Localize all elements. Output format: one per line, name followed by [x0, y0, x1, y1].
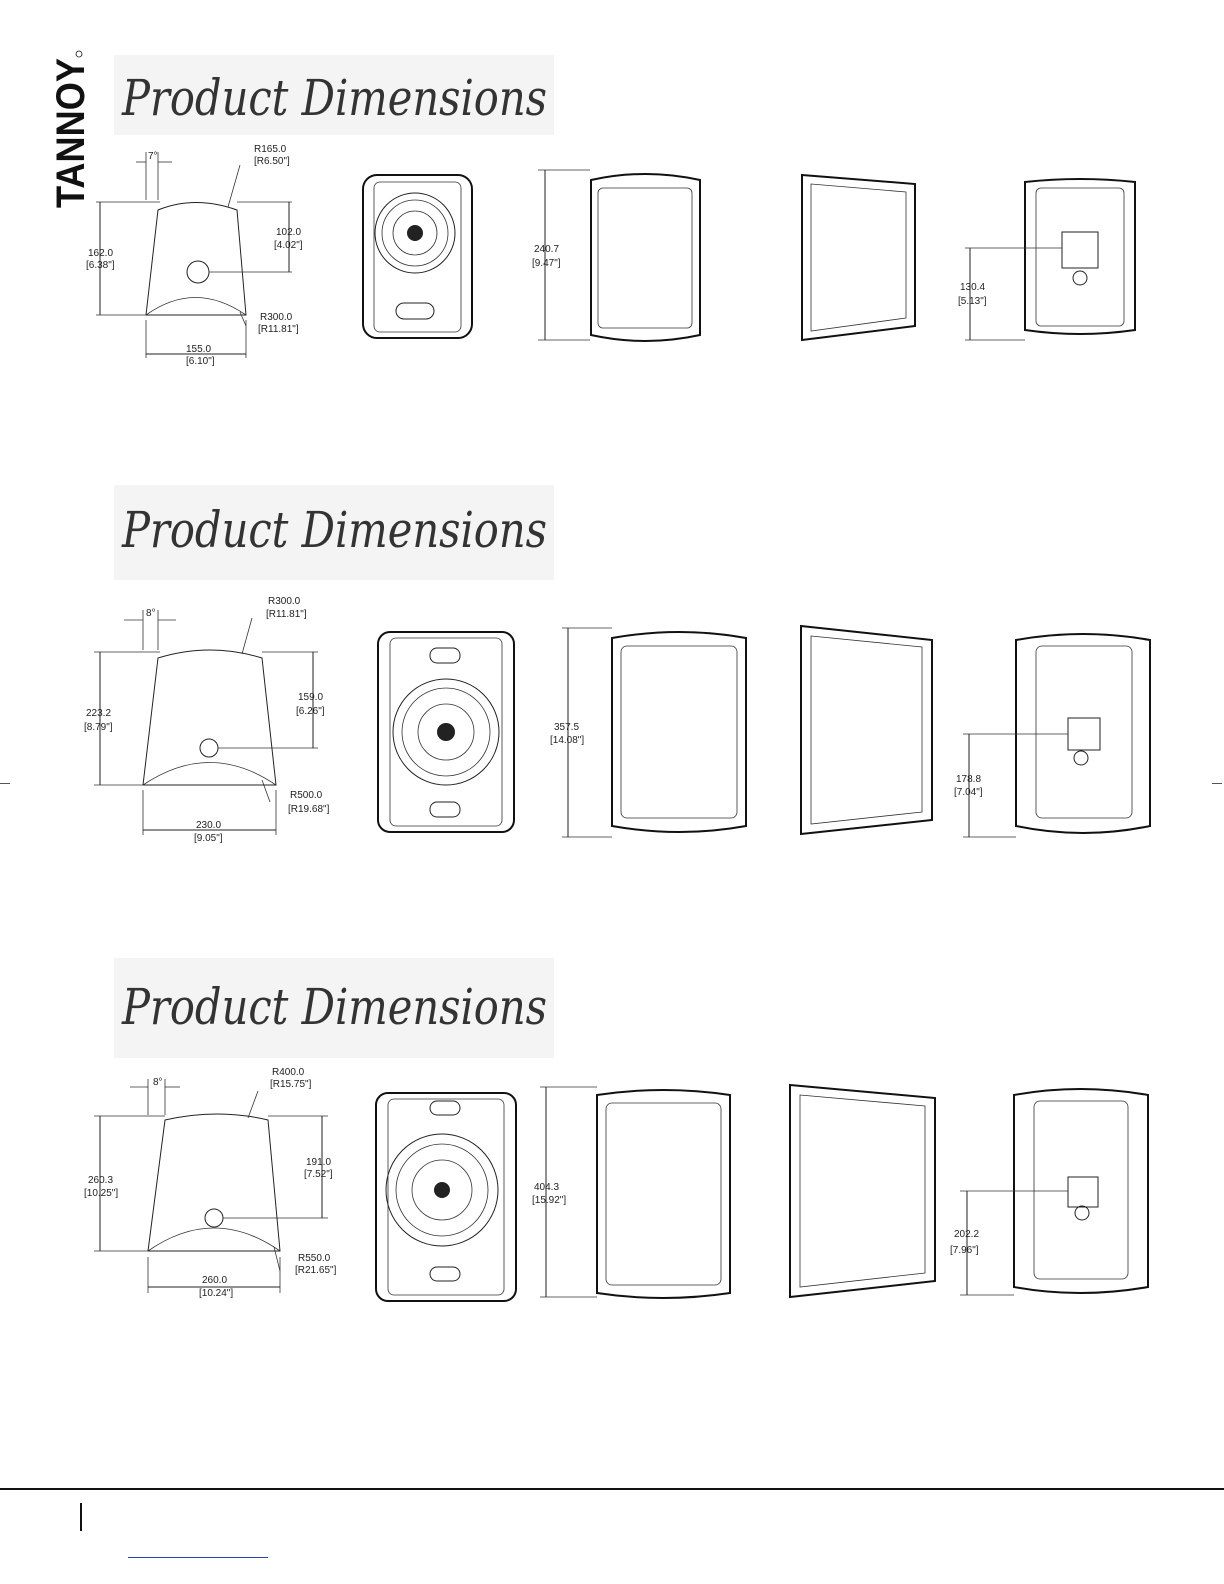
mount-height-mm: 130.4 [960, 282, 985, 293]
model-2-drawings: 8° R300.0 [R11.81"] 223.2 [8.79"] 159.0 … [84, 596, 1151, 844]
angle-label: 8° [153, 1077, 163, 1088]
height-mm: 240.7 [534, 244, 559, 255]
section-heading: Product Dimensions [114, 55, 554, 135]
height-in: [15.92"] [532, 1195, 566, 1206]
height-mm: 404.3 [534, 1182, 559, 1193]
angled-view [789, 1083, 936, 1299]
side-view: 8° R300.0 [R11.81"] 223.2 [8.79"] 159.0 … [84, 596, 330, 844]
bottom-radius-in: [R19.68"] [288, 804, 330, 815]
width-mm: 155.0 [186, 344, 211, 355]
total-depth-in: [6.38"] [86, 260, 115, 271]
heading-text: Product Dimensions [121, 501, 547, 559]
width-mm: 260.0 [202, 1275, 227, 1286]
footer-link-underline[interactable] [128, 1557, 268, 1558]
upper-depth-mm: 102.0 [276, 227, 301, 238]
bottom-radius-in: [R11.81"] [258, 324, 299, 335]
footer-divider [80, 1503, 82, 1531]
top-radius-in: [R11.81"] [266, 609, 307, 620]
front-view [377, 631, 515, 833]
crop-mark-right [1212, 783, 1222, 784]
top-radius-mm: R165.0 [254, 144, 287, 155]
top-radius-mm: R300.0 [268, 596, 301, 607]
section-heading: Product Dimensions [114, 958, 554, 1058]
model-3-drawings: 8° R400.0 [R15.75"] 260.3 [10.25"] 191.0… [84, 1067, 1149, 1302]
model-1-drawings: 7° R165.0 [R6.50"] 162.0 [6.38"] 102.0 [… [86, 144, 1136, 367]
side-view: 8° R400.0 [R15.75"] 260.3 [10.25"] 191.0… [84, 1067, 337, 1299]
mount-height-mm: 202.2 [954, 1229, 979, 1240]
grille-view: 404.3 [15.92"] [532, 1086, 731, 1299]
angle-label: 8° [146, 608, 156, 619]
width-in: [6.10"] [186, 356, 215, 367]
bottom-radius-mm: R500.0 [290, 790, 323, 801]
height-in: [9.47"] [532, 258, 561, 269]
grille-view: 357.5 [14.08"] [550, 627, 747, 838]
height-mm: 357.5 [554, 722, 579, 733]
bottom-radius-in: [R21.65"] [295, 1265, 337, 1276]
height-in: [14.08"] [550, 735, 584, 746]
width-mm: 230.0 [196, 820, 221, 831]
mount-height-in: [7.04"] [954, 787, 983, 798]
rear-view: 130.4 [5.13"] [958, 178, 1136, 341]
bottom-radius-mm: R300.0 [260, 312, 293, 323]
crop-mark-left [0, 783, 10, 784]
top-radius-mm: R400.0 [272, 1067, 305, 1078]
front-view [362, 174, 473, 339]
rear-view: 178.8 [7.04"] [954, 633, 1151, 838]
width-in: [10.24"] [199, 1288, 233, 1299]
width-in: [9.05"] [194, 833, 223, 844]
mount-height-in: [7.96"] [950, 1245, 979, 1256]
grille-view: 240.7 [9.47"] [532, 169, 701, 342]
mount-height-in: [5.13"] [958, 296, 987, 307]
angled-view [800, 624, 933, 836]
total-depth-mm: 260.3 [88, 1175, 113, 1186]
upper-depth-in: [6.26"] [296, 706, 325, 717]
upper-depth-in: [4.02"] [274, 240, 303, 251]
side-view: 7° R165.0 [R6.50"] 162.0 [6.38"] 102.0 [… [86, 144, 303, 367]
upper-depth-mm: 159.0 [298, 692, 323, 703]
angled-view [801, 173, 916, 342]
heading-text: Product Dimensions [121, 978, 547, 1036]
mount-height-mm: 178.8 [956, 774, 981, 785]
front-view [375, 1092, 517, 1302]
footer-rule [0, 1488, 1224, 1490]
heading-text: Product Dimensions [121, 69, 547, 127]
bottom-radius-mm: R550.0 [298, 1253, 331, 1264]
total-depth-in: [8.79"] [84, 722, 113, 733]
upper-depth-mm: 191.0 [306, 1157, 331, 1168]
upper-depth-in: [7.52"] [304, 1169, 333, 1180]
tannoy-logo: TANNOY [49, 50, 93, 208]
svg-text:TANNOY: TANNOY [49, 58, 93, 208]
total-depth-mm: 162.0 [88, 248, 113, 259]
total-depth-in: [10.25"] [84, 1188, 118, 1199]
angle-label: 7° [148, 151, 158, 162]
top-radius-in: [R15.75"] [270, 1079, 312, 1090]
rear-view: 202.2 [7.96"] [950, 1088, 1149, 1296]
section-heading: Product Dimensions [114, 485, 554, 580]
total-depth-mm: 223.2 [86, 708, 111, 719]
top-radius-in: [R6.50"] [254, 156, 290, 167]
